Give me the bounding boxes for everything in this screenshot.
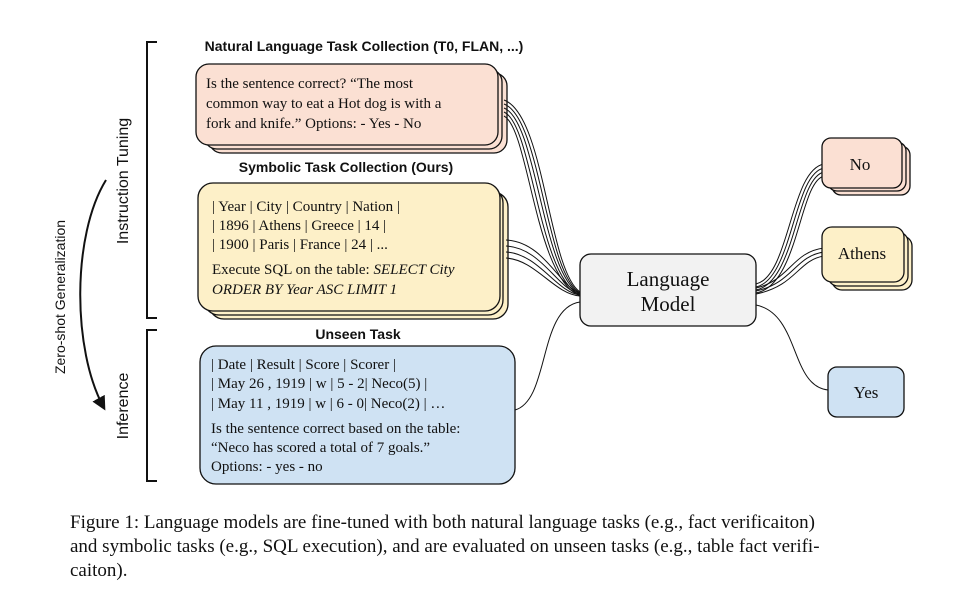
natural-task-stack [195, 63, 508, 154]
inference-label: Inference [115, 373, 132, 440]
unseen-line-3: | May 11 , 1919 | w | 6 - 0| Neco(2) | … [211, 396, 445, 412]
natural-line-3: fork and knife.” Options: - Yes - No [206, 116, 421, 132]
output-no-stack [821, 137, 911, 196]
symbolic-line-1: | Year | City | Country | Nation | [212, 199, 400, 215]
language-model-line-2: Model [641, 292, 696, 316]
zero-shot-label: Zero-shot Generalization [52, 220, 68, 374]
zero-shot-arrow [79, 179, 107, 411]
unseen-line-5: “Neco has scored a total of 7 goals.” [211, 440, 430, 456]
output-athens-box [821, 226, 905, 283]
output-no-box [821, 137, 903, 189]
natural-heading: Natural Language Task Collection (T0, FL… [205, 38, 524, 54]
connector-lines [503, 99, 829, 411]
symbolic-task-stack [197, 182, 509, 320]
instruction-tuning-label: Instruction Tuning [115, 118, 132, 244]
unseen-line-4: Is the sentence correct based on the tab… [211, 421, 460, 437]
natural-task-box [195, 63, 499, 146]
caption-line-2: and symbolic tasks (e.g., SQL execution)… [70, 536, 820, 557]
symbolic-sql-line: Execute SQL on the table: SELECT City [212, 262, 455, 278]
natural-line-1: Is the sentence correct? “The most [206, 76, 414, 92]
output-athens-label: Athens [838, 244, 886, 263]
output-athens-stack [821, 226, 913, 291]
sql-query-1: SELECT City [373, 262, 454, 278]
caption-line-1: Figure 1: Language models are fine-tuned… [70, 512, 815, 533]
figure-1-diagram: Instruction Tuning Inference Zero-shot G… [52, 38, 913, 485]
language-model-line-1: Language [627, 267, 710, 291]
symbolic-task-box [197, 182, 501, 312]
inference-bracket [146, 329, 157, 482]
caption-line-3: caiton). [70, 560, 128, 581]
unseen-line-6: Options: - yes - no [211, 459, 323, 475]
symbolic-line-3: | 1900 | Paris | France | 24 | ... [212, 237, 388, 253]
symbolic-line-2: | 1896 | Athens | Greece | 14 | [212, 218, 386, 234]
output-no-label: No [850, 155, 871, 174]
natural-line-2: common way to eat a Hot dog is with a [206, 96, 442, 112]
unseen-heading: Unseen Task [315, 326, 401, 342]
language-model-box [579, 253, 757, 327]
instruction-tuning-bracket [146, 41, 157, 319]
unseen-line-2: | May 26 , 1919 | w | 5 - 2| Neco(5) | [211, 376, 427, 392]
sql-prefix: Execute SQL on the table: [212, 262, 373, 278]
output-yes-box [827, 366, 905, 418]
figure-caption: Figure 1: Language models are fine-tuned… [70, 511, 945, 583]
unseen-line-1: | Date | Result | Score | Scorer | [211, 357, 396, 373]
symbolic-sql-line-2: ORDER BY Year ASC LIMIT 1 [212, 282, 397, 298]
symbolic-heading: Symbolic Task Collection (Ours) [239, 159, 453, 175]
output-yes-label: Yes [854, 383, 879, 402]
unseen-task-box [199, 345, 516, 485]
